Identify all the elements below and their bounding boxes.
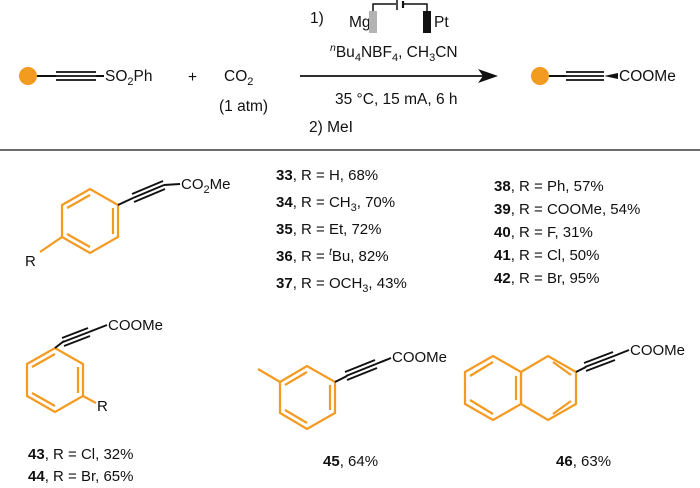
aryl-dot-reactant	[19, 67, 37, 85]
result-33: 33, R = H, 68%	[276, 167, 378, 184]
circuit-wire	[372, 3, 396, 11]
para-ester-label: CO2Me	[181, 176, 230, 196]
product-ester-label: COOMe	[619, 68, 676, 85]
circuit-wire-2	[404, 3, 428, 11]
result-42: 42, R = Br, 95%	[494, 270, 599, 287]
temp-current-time: 35 °C, 15 mA, 6 h	[335, 91, 458, 108]
mg-electrode-label: Mg	[349, 14, 371, 31]
meta-ester-label: COOMe	[392, 349, 447, 366]
result-44: 44, R = Br, 65%	[28, 468, 133, 485]
co2-pressure: (1 atm)	[219, 98, 268, 115]
para-r-label: R	[25, 253, 36, 270]
ortho-aryl-structure	[25, 324, 108, 414]
result-41: 41, R = Cl, 50%	[494, 247, 599, 264]
naphthyl-structure	[463, 349, 630, 422]
result-38: 38, R = Ph, 57%	[494, 178, 604, 195]
result-39: 39, R = COOMe, 54%	[494, 201, 640, 218]
result-37: 37, R = OCH3, 43%	[276, 275, 407, 295]
step-2-label: 2) MeI	[309, 119, 353, 136]
aryl-dot-product	[531, 67, 549, 85]
pt-electrode-label: Pt	[434, 14, 449, 31]
meta-aryl-structure	[257, 357, 392, 431]
ortho-r-label: R	[97, 398, 108, 415]
reagent-line: nBu4NBF4, CH3CN	[330, 42, 458, 64]
result-36: 36, R = tBu, 82%	[276, 246, 389, 265]
mg-electrode	[369, 11, 377, 33]
reactant-sulfonyl-label: SO2Ph	[105, 68, 153, 88]
result-34: 34, R = CH3, 70%	[276, 194, 395, 214]
result-43: 43, R = Cl, 32%	[28, 446, 133, 463]
ortho-ester-label: COOMe	[108, 317, 163, 334]
result-46: 46, 63%	[556, 453, 611, 470]
plus-sign: +	[188, 69, 197, 86]
result-40: 40, R = F, 31%	[494, 224, 593, 241]
product-wedge-bond	[604, 73, 618, 79]
para-aryl-structure	[39, 180, 181, 255]
result-35: 35, R = Et, 72%	[276, 221, 381, 238]
pt-electrode	[423, 11, 431, 33]
step-1-label: 1)	[310, 10, 324, 27]
result-45: 45, 64%	[323, 453, 378, 470]
reaction-arrow-head	[478, 69, 498, 83]
naph-ester-label: COOMe	[630, 342, 685, 359]
co2-label: CO2	[224, 68, 253, 88]
